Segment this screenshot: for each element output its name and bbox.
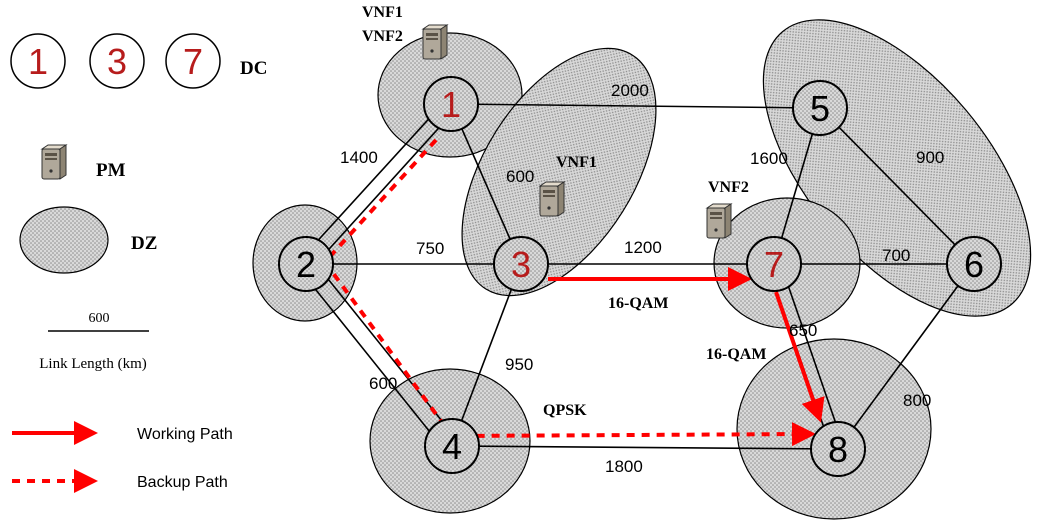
legend-server-icon [41, 144, 67, 180]
working-path-7-8 [774, 291, 825, 423]
node-8-label: 8 [828, 429, 848, 470]
vnf-label-node3: VNF1 [556, 154, 597, 171]
link-length-1-5: 2000 [611, 81, 649, 100]
legend-dc-7-label: 7 [183, 41, 203, 82]
legend-dc-node-3: 3 [89, 33, 145, 89]
server-icon-node1 [422, 24, 448, 60]
link-length-2-4: 600 [369, 374, 397, 393]
modulation-4-8: QPSK [543, 402, 587, 419]
link-6-8 [837, 263, 975, 450]
backup-path [322, 138, 816, 447]
vnf-label-node1-a: VNF1 [362, 4, 403, 21]
node-8: 8 [810, 421, 866, 477]
link-length-2-3: 750 [416, 239, 444, 258]
zones [252, 19, 1032, 520]
node-6-label: 6 [964, 244, 984, 285]
legend: 1 3 7 DC PM DZ 600 Link Length (km) Work… [10, 33, 267, 493]
link-2-4-a [299, 269, 447, 453]
legend-dc-label: DC [240, 58, 267, 79]
modulation-7-8: 16-QAM [706, 346, 766, 363]
node-4: 4 [424, 418, 480, 474]
legend-scale-value: 600 [89, 311, 110, 326]
legend-working-label: Working Path [137, 426, 233, 443]
link-length-4-8: 1800 [605, 457, 643, 476]
node-4-label: 4 [442, 426, 462, 467]
link-length-1-3: 600 [506, 167, 534, 186]
link-length-5-7: 1600 [750, 149, 788, 168]
legend-scale-caption: Link Length (km) [39, 356, 146, 372]
legend-dz-label: DZ [131, 233, 157, 254]
server-icon-node3 [539, 181, 565, 217]
modulation-labels: 16-QAM 16-QAM QPSK [543, 295, 766, 419]
node-2: 2 [278, 236, 334, 292]
link-length-3-7: 1200 [624, 238, 662, 257]
node-1-label: 1 [441, 84, 461, 125]
link-length-5-6: 900 [916, 148, 944, 167]
vnf-label-node7: VNF2 [708, 179, 749, 196]
modulation-3-7: 16-QAM [608, 295, 668, 312]
legend-zone-icon [19, 206, 109, 274]
legend-backup-label: Backup Path [137, 474, 228, 491]
working-path [548, 267, 825, 423]
link-length-3-4: 950 [505, 355, 533, 374]
link-1-5 [450, 103, 821, 109]
link-length-1-2: 1400 [340, 148, 378, 167]
node-6: 6 [946, 236, 1002, 292]
node-7-label: 7 [764, 244, 784, 285]
backup-path-line [322, 138, 816, 447]
link-length-6-8: 800 [903, 391, 931, 410]
node-2-label: 2 [296, 244, 316, 285]
node-5-label: 5 [810, 88, 830, 129]
legend-dc-node-7: 7 [165, 33, 221, 89]
nodes: 1 2 3 4 5 6 7 8 [278, 76, 1002, 477]
link-1-2-a [300, 99, 447, 260]
zone-node3-ellipse [461, 47, 657, 297]
legend-pm-label: PM [96, 160, 126, 181]
node-1: 1 [423, 76, 479, 132]
link-length-labels: 1400 2000 600 750 1200 1600 900 700 650 … [340, 81, 944, 476]
link-4-8 [451, 445, 839, 450]
link-5-6 [819, 107, 975, 265]
link-length-7-6: 700 [882, 246, 910, 265]
legend-dc-1-label: 1 [28, 41, 48, 82]
node-5: 5 [792, 80, 848, 136]
vnf-label-node1-b: VNF2 [362, 28, 403, 45]
link-3-4 [451, 263, 522, 447]
link-length-7-8: 650 [789, 321, 817, 340]
node-3-label: 3 [511, 244, 531, 285]
legend-dc-node-1: 1 [10, 33, 66, 89]
node-3: 3 [493, 236, 549, 292]
link-7-8-b [779, 261, 845, 448]
link-1-2-b [310, 108, 457, 270]
link-1-3 [450, 103, 522, 265]
node-7: 7 [746, 236, 802, 292]
legend-dc-3-label: 3 [107, 41, 127, 82]
server-icon-node7 [706, 203, 732, 239]
